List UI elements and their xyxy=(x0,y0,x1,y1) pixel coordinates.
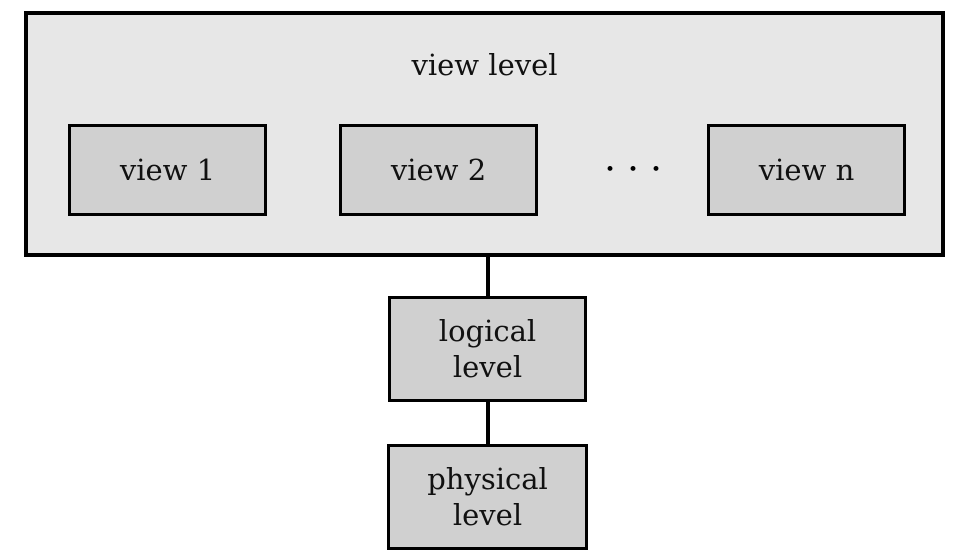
physical-level-label: physical level xyxy=(427,462,548,532)
logical-level-label: logical level xyxy=(438,314,537,384)
view-2-box: view 2 xyxy=(339,124,538,216)
connector-logical-to-physical xyxy=(486,400,490,446)
view-n-box: view n xyxy=(707,124,906,216)
view-level-container: view level view 1 view 2 ••• view n xyxy=(24,11,945,257)
view-level-label: view level xyxy=(411,48,558,82)
view-n-label: view n xyxy=(758,153,855,187)
view-1-label: view 1 xyxy=(119,153,216,187)
view-2-label: view 2 xyxy=(390,153,487,187)
physical-level-box: physical level xyxy=(387,444,588,550)
view-1-box: view 1 xyxy=(68,124,267,216)
connector-view-to-logical xyxy=(486,255,490,296)
ellipsis-dots: ••• xyxy=(604,160,675,180)
views-ellipsis: ••• xyxy=(588,124,678,216)
logical-level-box: logical level xyxy=(388,296,587,402)
